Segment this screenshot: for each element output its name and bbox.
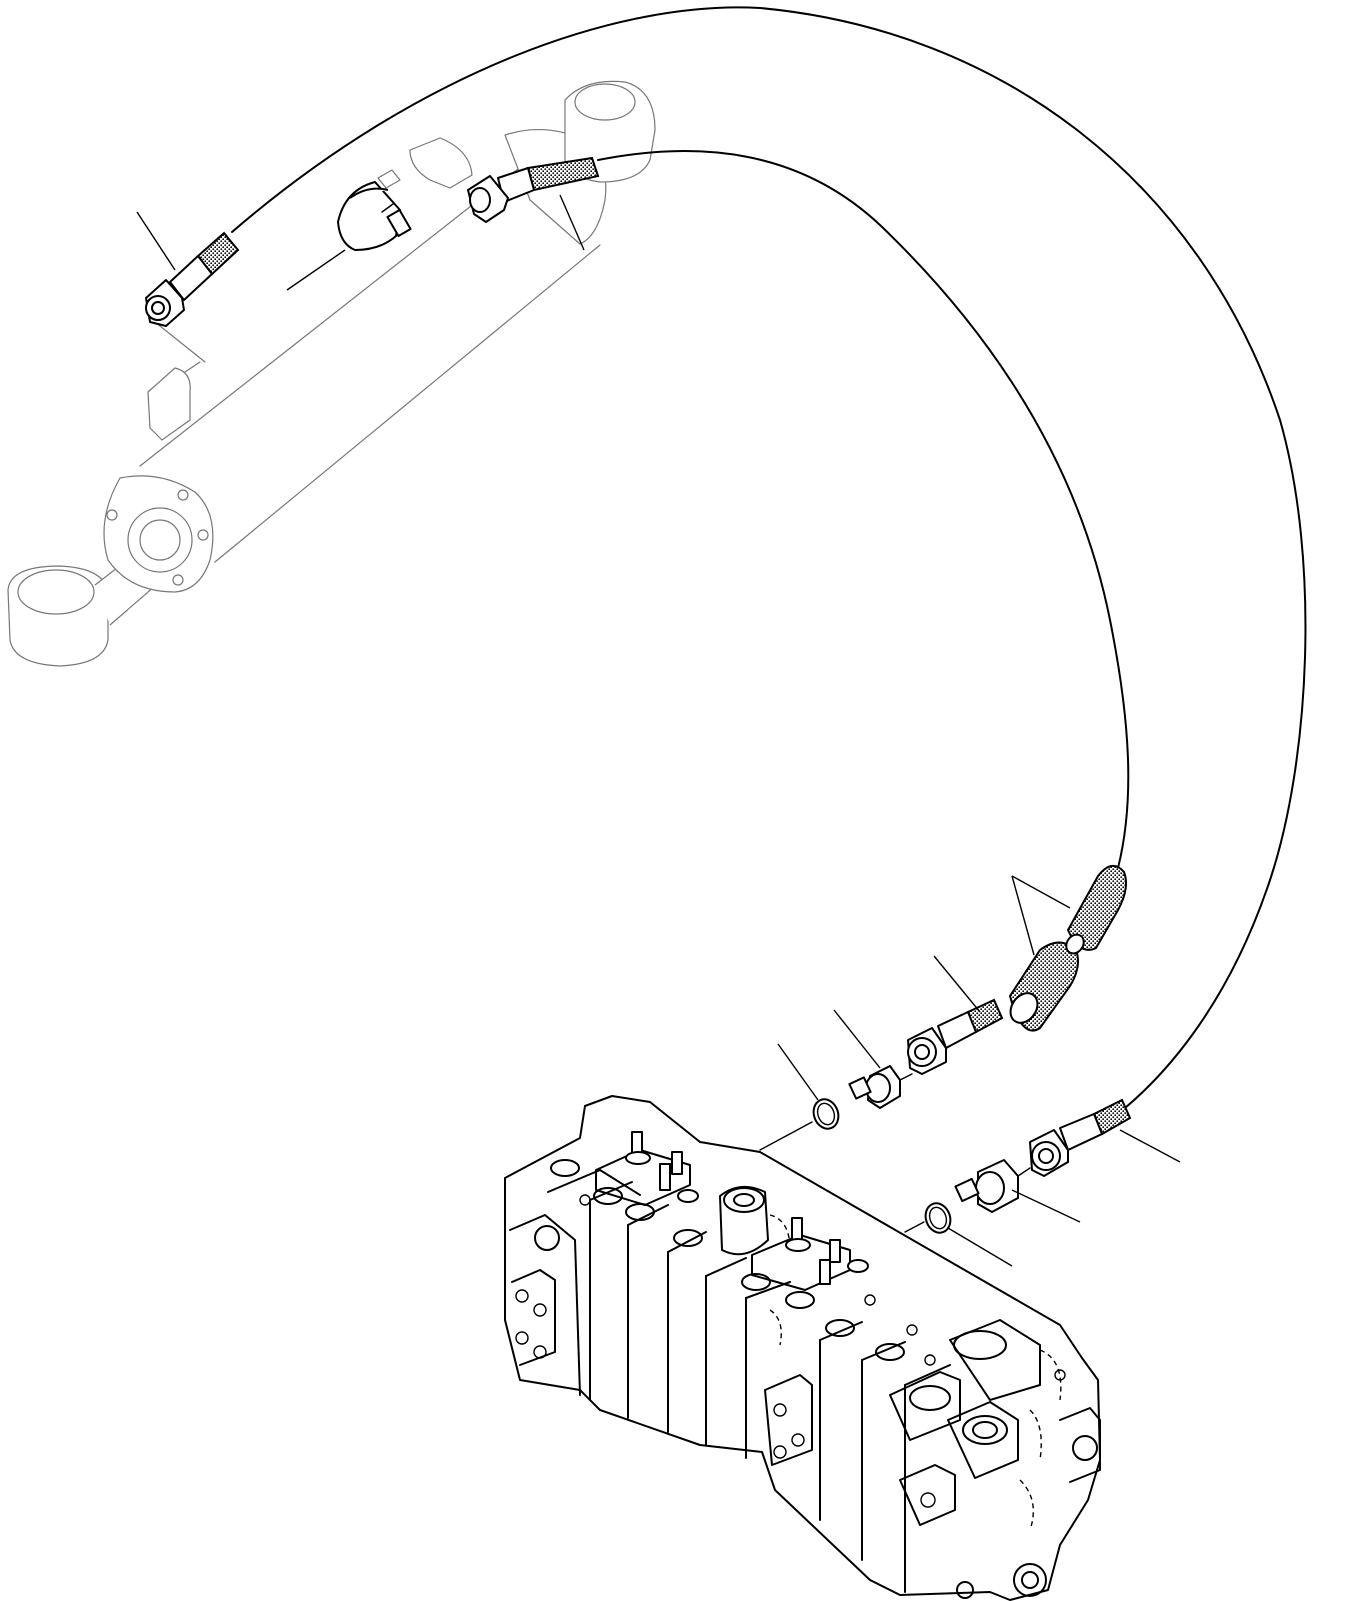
leader-8 [1119,1129,1181,1163]
leader-3 [559,194,585,251]
leader-4b [1011,875,1035,956]
adapter-b [954,1159,1031,1213]
lower-hose [597,150,1130,869]
leader-1 [136,211,176,271]
upper-hose [231,6,1307,1109]
hose-fitting-upper-left [145,231,240,327]
elbow-fitting-top [337,181,412,251]
leader-5 [933,955,981,1013]
callout-leaders [136,194,1181,1267]
adapter-a [848,1065,913,1109]
hose-sleeves [1008,865,1127,1032]
centerline-a [759,1121,813,1151]
leader-4a [1011,875,1071,909]
centerline-b [904,1221,925,1233]
leader-7 [777,1043,819,1101]
control-valve-block [504,1095,1101,1601]
hose-fitting-upper-middle [467,156,600,223]
leader-10 [947,1227,1013,1267]
hose-fitting-lower-b [1029,1098,1132,1177]
leader-2 [286,249,346,291]
leader-9 [1011,1189,1081,1223]
hydraulic-cylinder [7,80,656,667]
o-ring-b [924,1202,952,1234]
hose-fitting-lower-a [907,998,1004,1075]
leader-6 [833,1009,881,1069]
o-ring-a [812,1098,840,1130]
